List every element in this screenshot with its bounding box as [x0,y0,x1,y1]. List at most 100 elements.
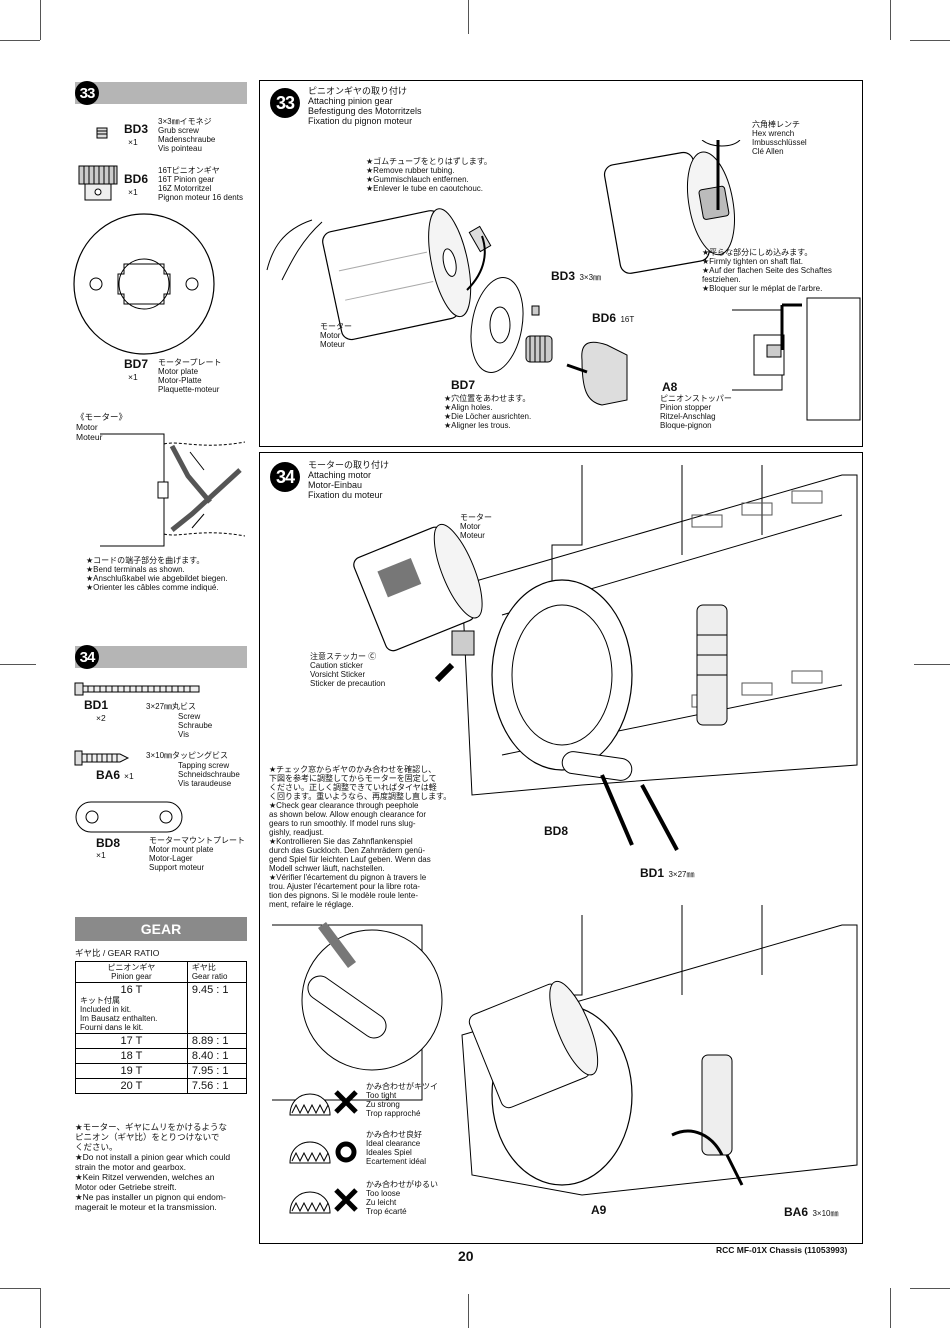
table-header-row: ピニオンギヤ Pinion gear ギヤ比 Gear ratio [75,961,248,983]
caution-sticker-label: 注意ステッカー Ⓒ Caution sticker Vorsicht Stick… [310,652,386,688]
part-qty: ×2 [96,713,106,723]
bd3-callout: BD3 3×3㎜ [551,267,601,285]
crop-mark [910,40,950,41]
mesh-tight-label: かみ合わせがキツイ Too tight Zu strong Trop rappr… [366,1082,438,1118]
bd6-callout: BD6 16T [592,309,634,327]
crop-mark [910,1288,950,1289]
crop-mark [0,664,36,665]
pinion-value: 16 T [120,984,143,996]
pinion-value: 18 T [75,1048,188,1064]
column-header-pinion: ピニオンギヤ Pinion gear [75,961,188,983]
part-code-bd6: BD6 [592,311,617,325]
motor-mount-plate-drawing [75,801,183,833]
motor-plate-drawing [73,213,215,355]
ratio-value: 8.89 : 1 [186,1033,248,1049]
parts-header-33 [75,82,247,104]
part-size: 16T [620,315,635,324]
pinion-value: 20 T [75,1078,188,1094]
table-row: 16 T キット付属 Included in kit. Im Bausatz e… [75,982,248,1034]
motor-install-drawing [272,465,858,1214]
part-size: 3×10㎜タッピングビス [146,751,229,760]
crop-mark [914,664,950,665]
part-size: 3×27㎜ [668,870,695,879]
pinion-stopper-label: ピニオンストッパー Pinion stopper Ritzel-Anschlag… [660,394,732,430]
part-size: 3×10㎜ [812,1209,839,1218]
part-qty: ×1 [96,850,106,860]
align-note: ★穴位置をあわせます。 ★Align holes. ★Die Löcher au… [444,394,532,430]
part-code-bd3: BD3 [124,122,149,136]
part-description: Screw Schraube Vis [178,712,213,739]
motor-note-text: ★コードの端子部分を曲げます。 ★Bend terminals as shown… [86,556,228,592]
crop-mark [40,1288,41,1328]
part-qty: ×1 [124,771,134,781]
crop-mark [0,1288,40,1289]
motor-label: モーター Motor Moteur [460,513,492,540]
motor-terminal-drawing [100,433,245,547]
part-code-bd3: BD3 [551,269,576,283]
part-description: モータープレート Motor plate Motor-Platte Plaque… [158,358,222,394]
mesh-ideal-icon [289,1141,331,1164]
gear-header: GEAR [75,917,247,941]
part-code-bd8: BD8 [544,824,569,838]
step-number-badge: 33 [75,81,99,105]
part-code-bd1: BD1 [640,866,665,880]
step-number: 33 [275,92,295,113]
part-code-ba6: BA6 [784,1205,809,1219]
crop-mark [890,1288,891,1328]
part-code-bd6: BD6 [124,172,149,186]
ratio-value: 7.95 : 1 [186,1063,248,1079]
gear-warning: ★モーター、ギヤにムリをかけるような ピニオン（ギヤ比）をとりつけないで くださ… [75,1122,231,1212]
crop-mark [40,0,41,40]
hex-wrench-label: 六角棒レンチ Hex wrench Imbusschlüssel Clé All… [752,120,807,156]
page-number: 20 [458,1248,474,1264]
step-number: 34 [275,466,295,487]
column-header-ratio: ギヤ比 Gear ratio [186,961,248,983]
part-description: 16Tピニオンギヤ 16T Pinion gear 16Z Motorritze… [158,166,243,202]
step-number: 34 [79,648,96,666]
part-qty: ×1 [128,372,138,382]
parts-header-34 [75,646,247,668]
part-size: 3×3㎜ [579,273,602,282]
part-code-a8: A8 [662,380,678,394]
ratio-value: 9.45 : 1 [186,982,248,1034]
crop-mark [468,0,469,34]
part-code-bd7: BD7 [124,357,149,371]
part-code-bd8: BD8 [96,836,121,850]
part-code-ba6: BA6 [96,768,121,782]
part-code-a9: A9 [591,1203,607,1217]
bd1-callout: BD1 3×27㎜ [640,864,695,882]
model-id: RCC MF-01X Chassis (11053993) [716,1245,848,1255]
pinion-value: 17 T [75,1033,188,1049]
tighten-note: ★平らな部分にしめ込みます。 ★Firmly tighten on shaft … [702,248,832,293]
step-number-badge: 34 [75,645,99,669]
ratio-value: 8.40 : 1 [186,1048,248,1064]
crop-mark [890,0,891,40]
step-number-badge: 34 [270,462,300,492]
step-34-panel [259,452,863,1244]
step-title: ピニオンギヤの取り付け Attaching pinion gear Befest… [308,86,422,126]
screw-icon [74,682,200,696]
step-title: モーターの取り付け Attaching motor Motor-Einbau F… [308,460,390,500]
part-qty: ×1 [128,137,138,147]
ba6-callout: BA6 3×10㎜ [784,1203,839,1221]
crop-mark [0,40,40,41]
tapping-screw-icon [74,750,130,766]
grub-screw-icon [96,127,108,139]
crop-mark [468,1294,469,1328]
pinion-assembly-drawing [266,140,861,421]
part-code-bd7: BD7 [451,378,476,392]
step-number-badge: 33 [270,88,300,118]
part-qty: ×1 [128,187,138,197]
gear-ratio-table: ピニオンギヤ Pinion gear ギヤ比 Gear ratio 16 T キ… [75,961,248,1094]
step-number: 33 [79,84,96,102]
gear-ratio-label: ギヤ比 / GEAR RATIO [75,948,160,958]
mesh-ideal-label: かみ合わせ良好 Ideal clearance Ideales Spiel Ec… [366,1130,427,1166]
pinion-value: 19 T [75,1063,188,1079]
pinion-gear-icon [78,165,118,201]
part-description: モーターマウントプレート Motor mount plate Motor-Lag… [149,836,245,872]
part-description: Tapping screw Schneidschraube Vis taraud… [178,761,240,788]
